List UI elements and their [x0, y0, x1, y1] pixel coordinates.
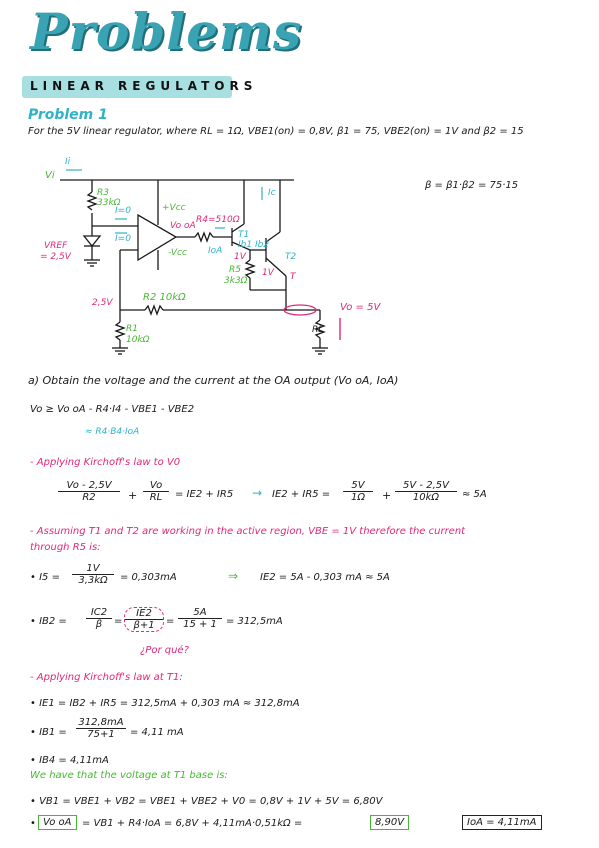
section-title: LINEAR REGULATORS	[30, 79, 258, 93]
one-volt-b: 1V	[262, 268, 274, 278]
r1-value: 10kΩ	[126, 335, 150, 345]
problem-statement: For the 5V linear regulator, where RL = …	[28, 126, 524, 137]
plus-sign-2: +	[382, 489, 392, 502]
por-que-note: ¿Por qué?	[140, 645, 189, 656]
section-banner: LINEAR REGULATORS	[22, 76, 252, 98]
ioa-result-box: IoA = 4,11mA	[462, 815, 542, 830]
page-title: Problems	[30, 2, 303, 61]
assumption-line-1: - Assuming T1 and T2 are working in the …	[30, 526, 466, 537]
equation-1: Vo ≥ Vo oA - R4·I4 - VBE1 - VBE2	[30, 404, 195, 415]
rl-label: RL	[312, 325, 324, 335]
ic-label: Ic	[268, 188, 276, 198]
r3-label: R3	[97, 188, 109, 198]
arrow-2: ⇒	[228, 569, 239, 583]
vo-output-label: Vo = 5V	[340, 302, 381, 313]
one-volt-a: 1V	[234, 252, 246, 262]
voa-result-box: 8,90V	[370, 815, 410, 830]
assumption-line-2: through R5 is:	[30, 542, 101, 553]
t-label: T	[290, 272, 296, 282]
equals-sign-b: =	[166, 616, 175, 627]
ib1-rhs: = 4,11 mA	[130, 727, 184, 738]
ir5-lhs: • I5 =	[30, 572, 60, 583]
r4-label: R4=510Ω	[196, 215, 240, 225]
ie2-equation: IE2 = 5A - 0,303 mA ≈ 5A	[260, 572, 390, 583]
voa-bullet: •	[30, 818, 36, 829]
r5-value: 3k3Ω	[224, 276, 248, 286]
base-voltage-note: We have that the voltage at T1 base is:	[30, 770, 228, 781]
voa-label-box: Vo oA	[38, 815, 77, 830]
vi-label: Vi	[45, 170, 55, 181]
r1-label: R1	[126, 324, 138, 334]
ioa-label: IoA	[208, 246, 223, 256]
plus-sign-1: +	[128, 489, 138, 502]
vref-label: VREF	[44, 241, 68, 251]
t1-label: T1	[238, 230, 250, 240]
part-a-question: a) Obtain the voltage and the current at…	[28, 374, 399, 387]
equals-sign-a: =	[114, 616, 123, 627]
r5-label: R5	[229, 265, 241, 275]
beta-note: β = β1·β2 = 75·15	[425, 180, 519, 191]
two-five-volt-label: 2,5V	[92, 298, 113, 308]
ib-labels: Ib1 Ib2	[238, 240, 270, 250]
ie1-equation: • IE1 = IB2 + IR5 = 312,5mA + 0,303 mA ≈…	[30, 698, 300, 709]
kirchhoff-heading-1: - Applying Kirchoff's law to V0	[30, 457, 181, 468]
regulator-circuit-diagram	[60, 169, 341, 355]
ib2-rhs: = 312,5mA	[226, 616, 283, 627]
ib4-equation: • IB4 = 4,11mA	[30, 755, 109, 766]
equation-2-rhs: = IE2 + IR5	[175, 489, 234, 500]
vb1-equation: • VB1 = VBE1 + VB2 = VBE1 + VBE2 + V0 = …	[30, 796, 383, 807]
ir5-rhs: = 0,303mA	[120, 572, 177, 583]
ib1-lhs: • IB1 =	[30, 727, 67, 738]
vref-value: = 2,5V	[40, 252, 71, 262]
vcc-positive-label: +Vcc	[162, 203, 186, 213]
r3-value: 33kΩ	[97, 198, 121, 208]
vo-oa-label: Vo oA	[170, 221, 196, 231]
ib2-lhs: • IB2 =	[30, 616, 67, 627]
arrow-1: →	[252, 486, 263, 500]
ii-label: Ii	[65, 157, 71, 167]
voa-equation: = VB1 + R4·IoA = 6,8V + 4,11mA·0,51kΩ =	[82, 818, 303, 829]
equation-2b: IE2 + IR5 =	[272, 489, 331, 500]
t2-label: T2	[285, 252, 297, 262]
equation-2-result: ≈ 5A	[462, 489, 487, 500]
equation-1-note: ≈ R4·B4·IoA	[85, 427, 140, 437]
vcc-negative-label: -Vcc	[168, 248, 187, 258]
r2-label: R2 10kΩ	[143, 292, 186, 303]
i-zero-bottom: I=0	[115, 234, 131, 244]
kirchhoff-heading-2: - Applying Kirchoff's law at T1:	[30, 672, 183, 683]
problem-heading: Problem 1	[28, 107, 108, 123]
i-zero-top: I=0	[115, 206, 131, 216]
